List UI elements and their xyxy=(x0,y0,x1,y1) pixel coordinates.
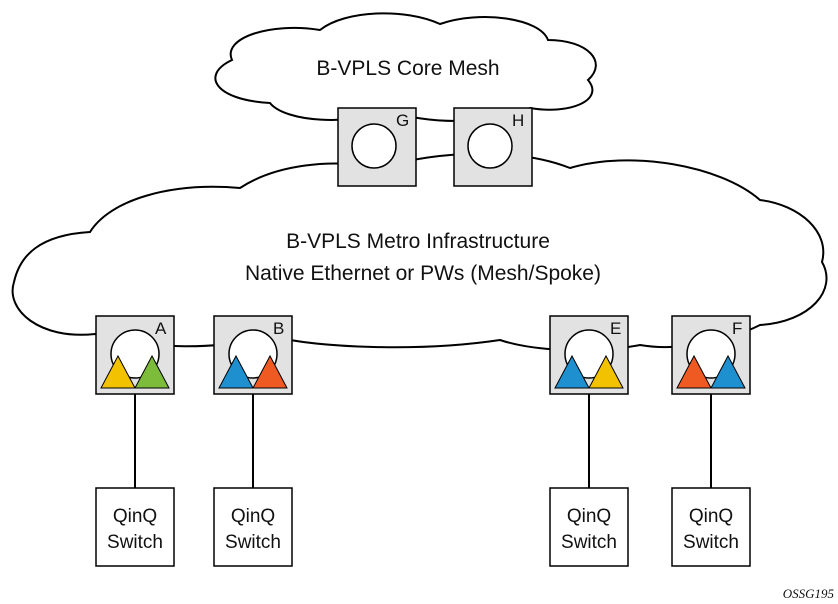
core-mesh-label: B-VPLS Core Mesh xyxy=(316,57,499,80)
node-letter: F xyxy=(732,319,742,338)
core-node-h: H xyxy=(453,107,533,187)
node-letter: A xyxy=(155,319,167,338)
switch-label-line1: QinQ xyxy=(113,506,157,527)
switch-label-line1: QinQ xyxy=(567,506,611,527)
vpls-triangle-yellow xyxy=(100,354,136,389)
switch-label-line2: Switch xyxy=(561,532,617,553)
edge-node-f: F xyxy=(671,315,751,395)
core-mesh-cloud xyxy=(214,12,597,122)
switch-label-line2: Switch xyxy=(225,532,281,553)
qinq-switch-2: QinQ Switch xyxy=(213,487,293,567)
switch-label-line1: QinQ xyxy=(689,506,733,527)
edge-node-e: E xyxy=(549,315,629,395)
vpls-triangle-orange xyxy=(252,354,288,389)
vpls-triangle-yellow xyxy=(588,354,624,389)
figure-id: OSSG195 xyxy=(783,586,835,601)
vpls-triangle-blue xyxy=(554,354,590,389)
switch-label-line1: QinQ xyxy=(231,506,275,527)
node-letter: B xyxy=(273,319,284,338)
vpls-triangle-green xyxy=(134,354,170,389)
switch-label-line2: Switch xyxy=(683,532,739,553)
vpls-triangle-orange xyxy=(676,354,712,389)
metro-label-line1: B-VPLS Metro Infrastructure xyxy=(286,230,550,253)
switch-label-line2: Switch xyxy=(107,532,163,553)
metro-label-line2: Native Ethernet or PWs (Mesh/Spoke) xyxy=(245,262,601,285)
qinq-switch-1: QinQ Switch xyxy=(95,487,175,567)
edge-node-a: A xyxy=(95,315,175,395)
core-node-g: G xyxy=(337,107,417,187)
node-letter: H xyxy=(512,111,524,130)
edge-node-b: B xyxy=(213,315,293,395)
node-circle xyxy=(351,123,397,169)
node-letter: G xyxy=(396,111,409,130)
vpls-triangle-blue xyxy=(218,354,254,389)
qinq-switch-4: QinQ Switch xyxy=(671,487,751,567)
node-circle xyxy=(467,123,513,169)
metro-infrastructure-cloud xyxy=(11,152,828,352)
vpls-triangle-blue xyxy=(710,354,746,389)
qinq-switch-3: QinQ Switch xyxy=(549,487,629,567)
node-letter: E xyxy=(610,319,621,338)
